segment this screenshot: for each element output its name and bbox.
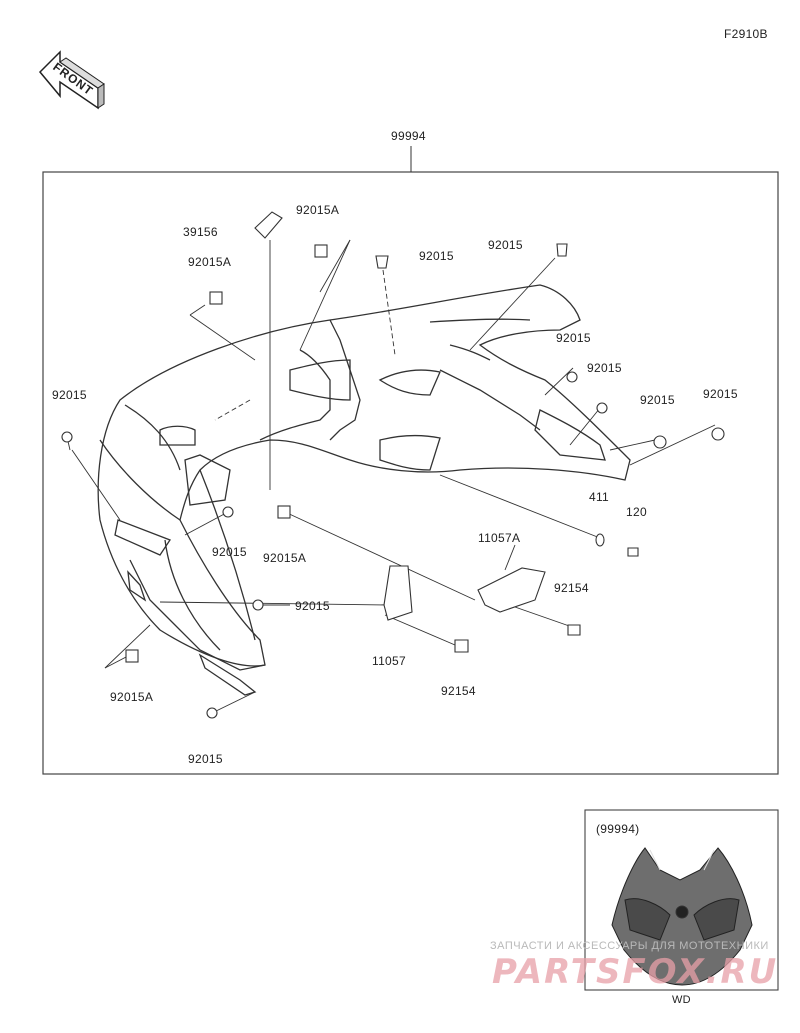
- part-label: 92015: [188, 752, 223, 766]
- part-label: 411: [589, 490, 610, 504]
- clip-39156-icon: [254, 211, 283, 239]
- upper-cowl-outline: [97, 284, 631, 696]
- nut-92015A-icon: [209, 291, 223, 305]
- grommet-icon: [711, 427, 725, 441]
- part-label: 92015: [419, 249, 454, 263]
- part-label: 92154: [554, 581, 589, 595]
- inset-frame: [584, 809, 779, 991]
- part-label: 92154: [441, 684, 476, 698]
- part-label: 92015: [488, 238, 523, 252]
- part-label: 92015: [52, 388, 87, 402]
- front-arrow-icon: [38, 50, 105, 110]
- part-label: 92015: [640, 393, 675, 407]
- part-label: 39156: [183, 225, 218, 239]
- grommet-icon: [61, 431, 73, 443]
- grommet-icon: [206, 707, 218, 719]
- part-label: 11057A: [478, 531, 521, 545]
- part-label: 92015A: [110, 690, 154, 704]
- part-label: 92015: [212, 545, 247, 559]
- watermark-logo: PARTSFOX.RU: [492, 952, 779, 992]
- grommet-icon: [596, 402, 608, 414]
- part-label: 92015: [703, 387, 738, 401]
- nut-92015A-icon: [314, 244, 328, 258]
- main-frame: [42, 171, 779, 775]
- assembly-number: 99994: [391, 129, 426, 143]
- grommet-icon: [566, 371, 578, 383]
- part-label: 92015: [556, 331, 591, 345]
- figure-code: F2910B: [724, 27, 768, 41]
- part-label: 92015: [587, 361, 622, 375]
- grommet-icon: [375, 255, 389, 269]
- nut-92015A-icon: [277, 505, 291, 519]
- washer-411-icon: [595, 533, 605, 547]
- bolt-92154-icon: [454, 639, 469, 653]
- grommet-icon: [653, 435, 667, 449]
- inset-cowl-image: [611, 847, 753, 986]
- watermark-text: ЗАПЧАСТИ И АКСЕССУАРЫ ДЛЯ МОТОТЕХНИКИ: [490, 940, 769, 952]
- grommet-icon: [556, 243, 568, 257]
- part-label: 11057: [372, 654, 406, 668]
- part-label: 120: [626, 505, 647, 519]
- bolt-92154-icon: [567, 624, 581, 636]
- bracket-11057A-icon: [477, 567, 546, 613]
- nut-92015A-icon: [125, 649, 139, 663]
- part-label: 92015A: [263, 551, 307, 565]
- leader-lines: [66, 239, 716, 714]
- grommet-icon: [252, 599, 264, 611]
- part-label: 92015A: [296, 203, 340, 217]
- grommet-icon: [222, 506, 234, 518]
- inset-assembly-number: (99994): [596, 822, 640, 836]
- bolt-120-icon: [627, 547, 639, 557]
- part-label: 92015: [295, 599, 330, 613]
- inset-color-code: WD: [672, 994, 691, 1006]
- bracket-11057-icon: [383, 565, 413, 621]
- small-parts: [61, 211, 725, 719]
- part-label: 92015A: [188, 255, 232, 269]
